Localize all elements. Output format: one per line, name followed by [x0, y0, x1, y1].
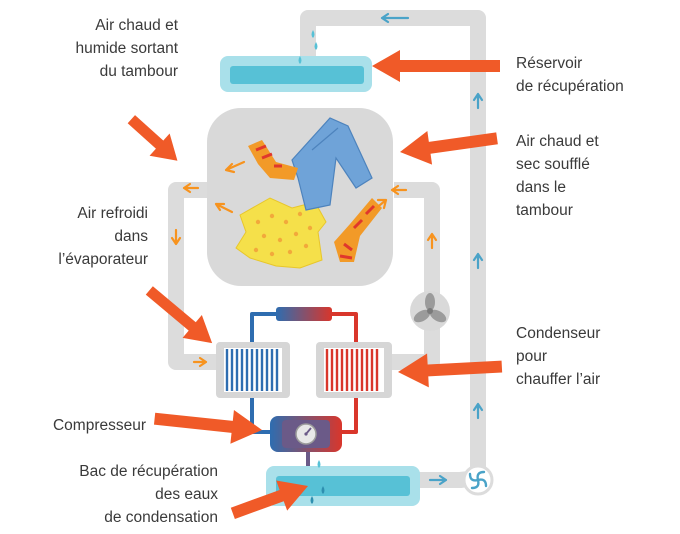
label-hot-dry-air: Air chaud et sec soufflé dans le tambour	[516, 133, 599, 219]
pressure-gauge-icon	[295, 423, 317, 445]
expansion-valve	[276, 307, 332, 321]
label-recovery-tank: Réservoir de récupération	[516, 55, 624, 95]
pointer-arrows	[127, 50, 503, 519]
label-condensate-tray: Bac de récupération des eaux de condensa…	[79, 463, 218, 526]
airflow-arrows-return	[380, 12, 484, 486]
recovery-tank	[220, 56, 372, 92]
evaporator	[216, 342, 290, 398]
label-cooled-air: Air refroidi dans l’évaporateur	[58, 205, 148, 268]
fan-icon	[410, 291, 450, 331]
laundry-icon	[235, 117, 382, 269]
condenser	[316, 342, 392, 398]
label-hot-humid-air: Air chaud et humide sortant du tambour	[75, 17, 178, 80]
condensate-tray	[266, 466, 420, 506]
airflow-arrows-hot	[170, 160, 438, 368]
water-drop-icon	[310, 460, 325, 504]
label-compressor: Compresseur	[52, 417, 146, 434]
pump-icon	[462, 464, 494, 496]
label-condenser: Condenseur pour chauffer l’air	[516, 325, 601, 388]
water-drop-icon	[298, 30, 318, 64]
